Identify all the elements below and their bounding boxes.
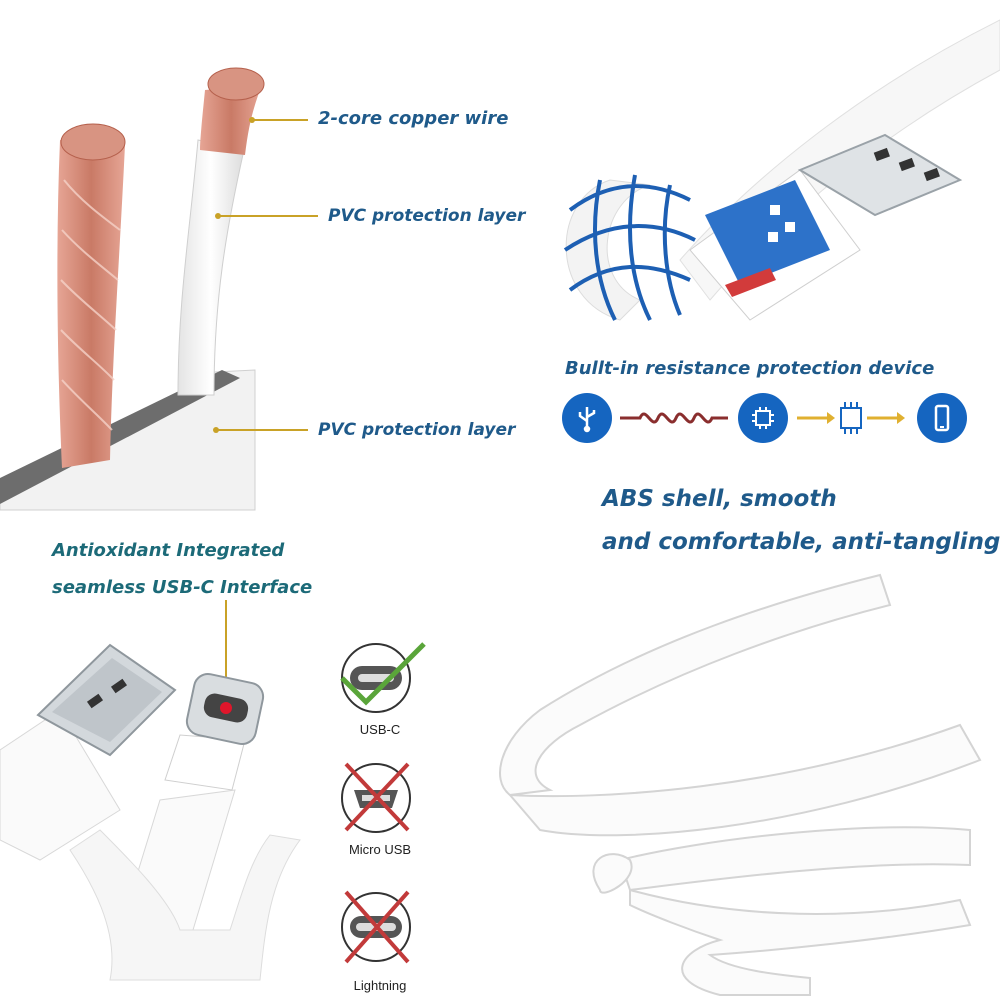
usb-c-plug-illustration [563,19,1000,321]
copper-wire-label: 2-core copper wire [318,108,509,129]
abs-shell-line1: ABS shell, smooth [602,486,837,512]
abs-shell-line2: and comfortable, anti-tangling [602,529,1000,555]
usb-icon [562,393,612,443]
chip-icon [738,393,788,443]
pvc-layer-lower-label: PVC protection layer [318,420,516,440]
usb-c-label: USB-C [359,722,401,737]
micro-usb-port-icon [341,762,411,833]
antioxidant-line2: seamless USB-C Interface [52,577,313,598]
micro-usb-label: Micro USB [348,842,412,857]
lightning-port-icon [341,890,411,964]
resistor-wave-icon [620,412,728,424]
lightning-label: Lightning [353,978,407,993]
phone-icon [917,393,967,443]
wire-cross-section-illustration [0,67,318,511]
usb-connectors-illustration [0,600,301,981]
resistance-device-label: Bullt-in resistance protection device [565,358,935,379]
usb-c-port-icon [340,642,426,713]
antioxidant-line1: Antioxidant Integrated [52,540,285,561]
pvc-layer-upper-label: PVC protection layer [328,206,526,226]
chip-arrow-icon [797,402,905,434]
flat-cable-coil-illustration [499,573,982,996]
